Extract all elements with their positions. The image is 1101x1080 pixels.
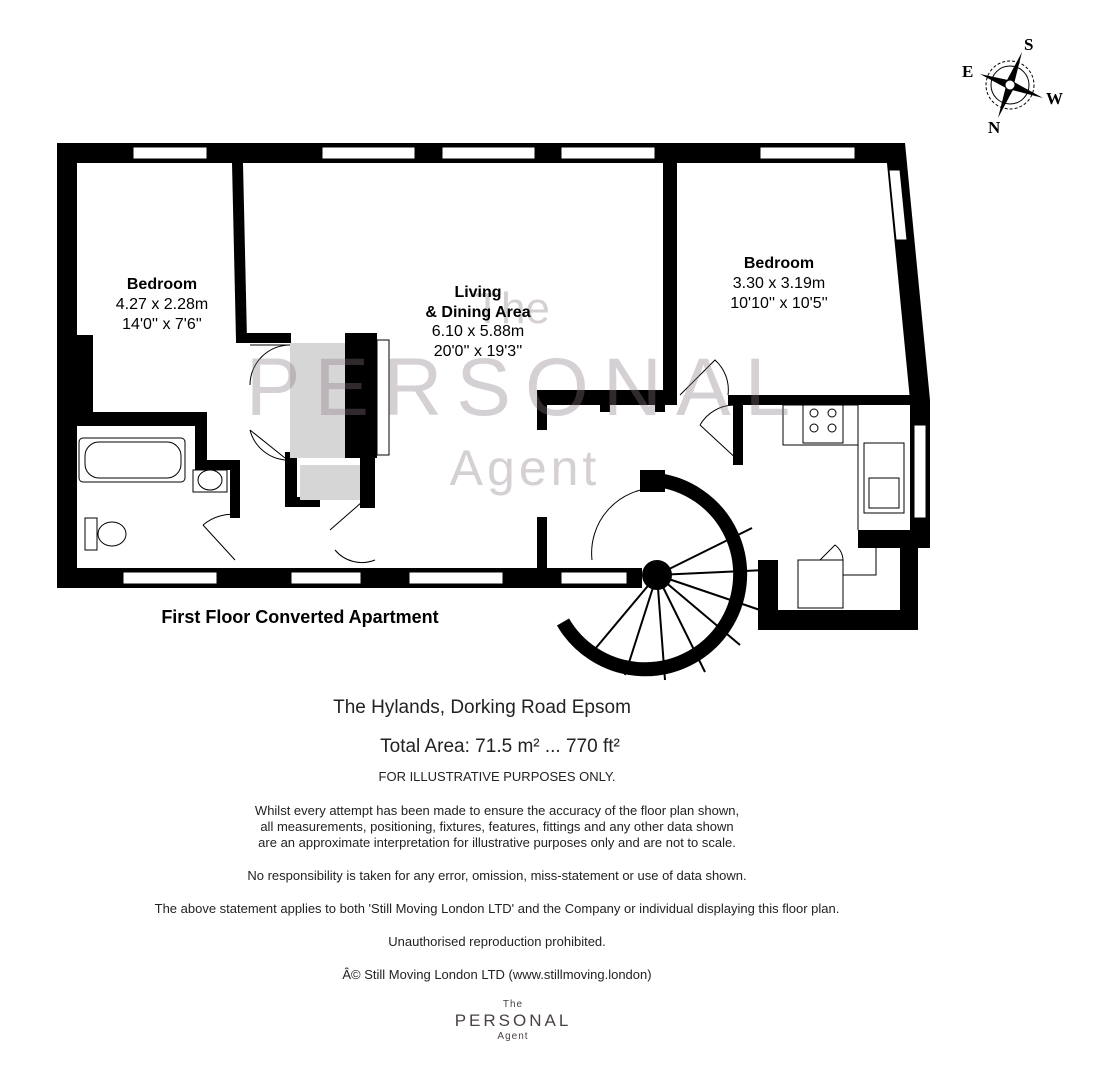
reproduction: Unauthorised reproduction prohibited. bbox=[388, 934, 606, 949]
fixtures bbox=[78, 344, 905, 609]
address: The Hylands, Dorking Road Epsom bbox=[333, 697, 631, 718]
svg-text:Bedroom: Bedroom bbox=[744, 255, 814, 272]
disclaimer-1: Whilst every attempt has been made to en… bbox=[254, 803, 740, 818]
svg-text:The: The bbox=[474, 284, 550, 333]
svg-text:Bedroom: Bedroom bbox=[127, 276, 197, 293]
svg-text:14'0'' x 7'6'': 14'0'' x 7'6'' bbox=[122, 316, 202, 333]
watermark: The PERSONAL Agent bbox=[246, 284, 805, 496]
svg-text:4.27 x 2.28m: 4.27 x 2.28m bbox=[116, 296, 209, 313]
room-label-bedroom-1: Bedroom 4.27 x 2.28m 14'0'' x 7'6'' bbox=[116, 276, 209, 333]
responsibility: No responsibility is taken for any error… bbox=[247, 868, 747, 883]
svg-text:3.30 x 3.19m: 3.30 x 3.19m bbox=[733, 275, 826, 292]
copyright: Â© Still Moving London LTD (www.stillmov… bbox=[342, 967, 652, 982]
disclaimer-3: are an approximate interpretation for il… bbox=[258, 835, 736, 850]
illustrative-note: FOR ILLUSTRATIVE PURPOSES ONLY. bbox=[378, 769, 616, 784]
logo: The PERSONAL Agent bbox=[454, 999, 572, 1042]
compass-icon: S E W N bbox=[962, 35, 1063, 137]
room-label-living: Living & Dining Area 6.10 x 5.88m 20'0''… bbox=[425, 284, 530, 360]
svg-text:Living: Living bbox=[454, 284, 501, 301]
spiral-staircase bbox=[556, 473, 766, 681]
statement: The above statement applies to both 'Sti… bbox=[154, 901, 840, 916]
svg-text:6.10 x 5.88m: 6.10 x 5.88m bbox=[432, 323, 525, 340]
svg-text:Agent: Agent bbox=[450, 440, 601, 496]
svg-text:10'10'' x 10'5'': 10'10'' x 10'5'' bbox=[730, 295, 828, 312]
windows bbox=[122, 146, 927, 585]
room-label-bedroom-2: Bedroom 3.30 x 3.19m 10'10'' x 10'5'' bbox=[730, 255, 828, 312]
compass-s: S bbox=[1024, 35, 1033, 54]
compass-e: E bbox=[962, 62, 973, 81]
floor-plan: S E W N bbox=[57, 35, 1063, 681]
svg-text:20'0'' x 19'3'': 20'0'' x 19'3'' bbox=[434, 343, 523, 360]
total-area: Total Area: 71.5 m² ... 770 ft² bbox=[380, 736, 620, 757]
compass-n: N bbox=[988, 118, 1001, 137]
plan-title: First Floor Converted Apartment bbox=[161, 607, 438, 627]
svg-text:& Dining Area: & Dining Area bbox=[425, 304, 530, 321]
svg-text:PERSONAL: PERSONAL bbox=[246, 342, 805, 433]
compass-w: W bbox=[1046, 89, 1063, 108]
disclaimer-2: all measurements, positioning, fixtures,… bbox=[260, 819, 734, 834]
